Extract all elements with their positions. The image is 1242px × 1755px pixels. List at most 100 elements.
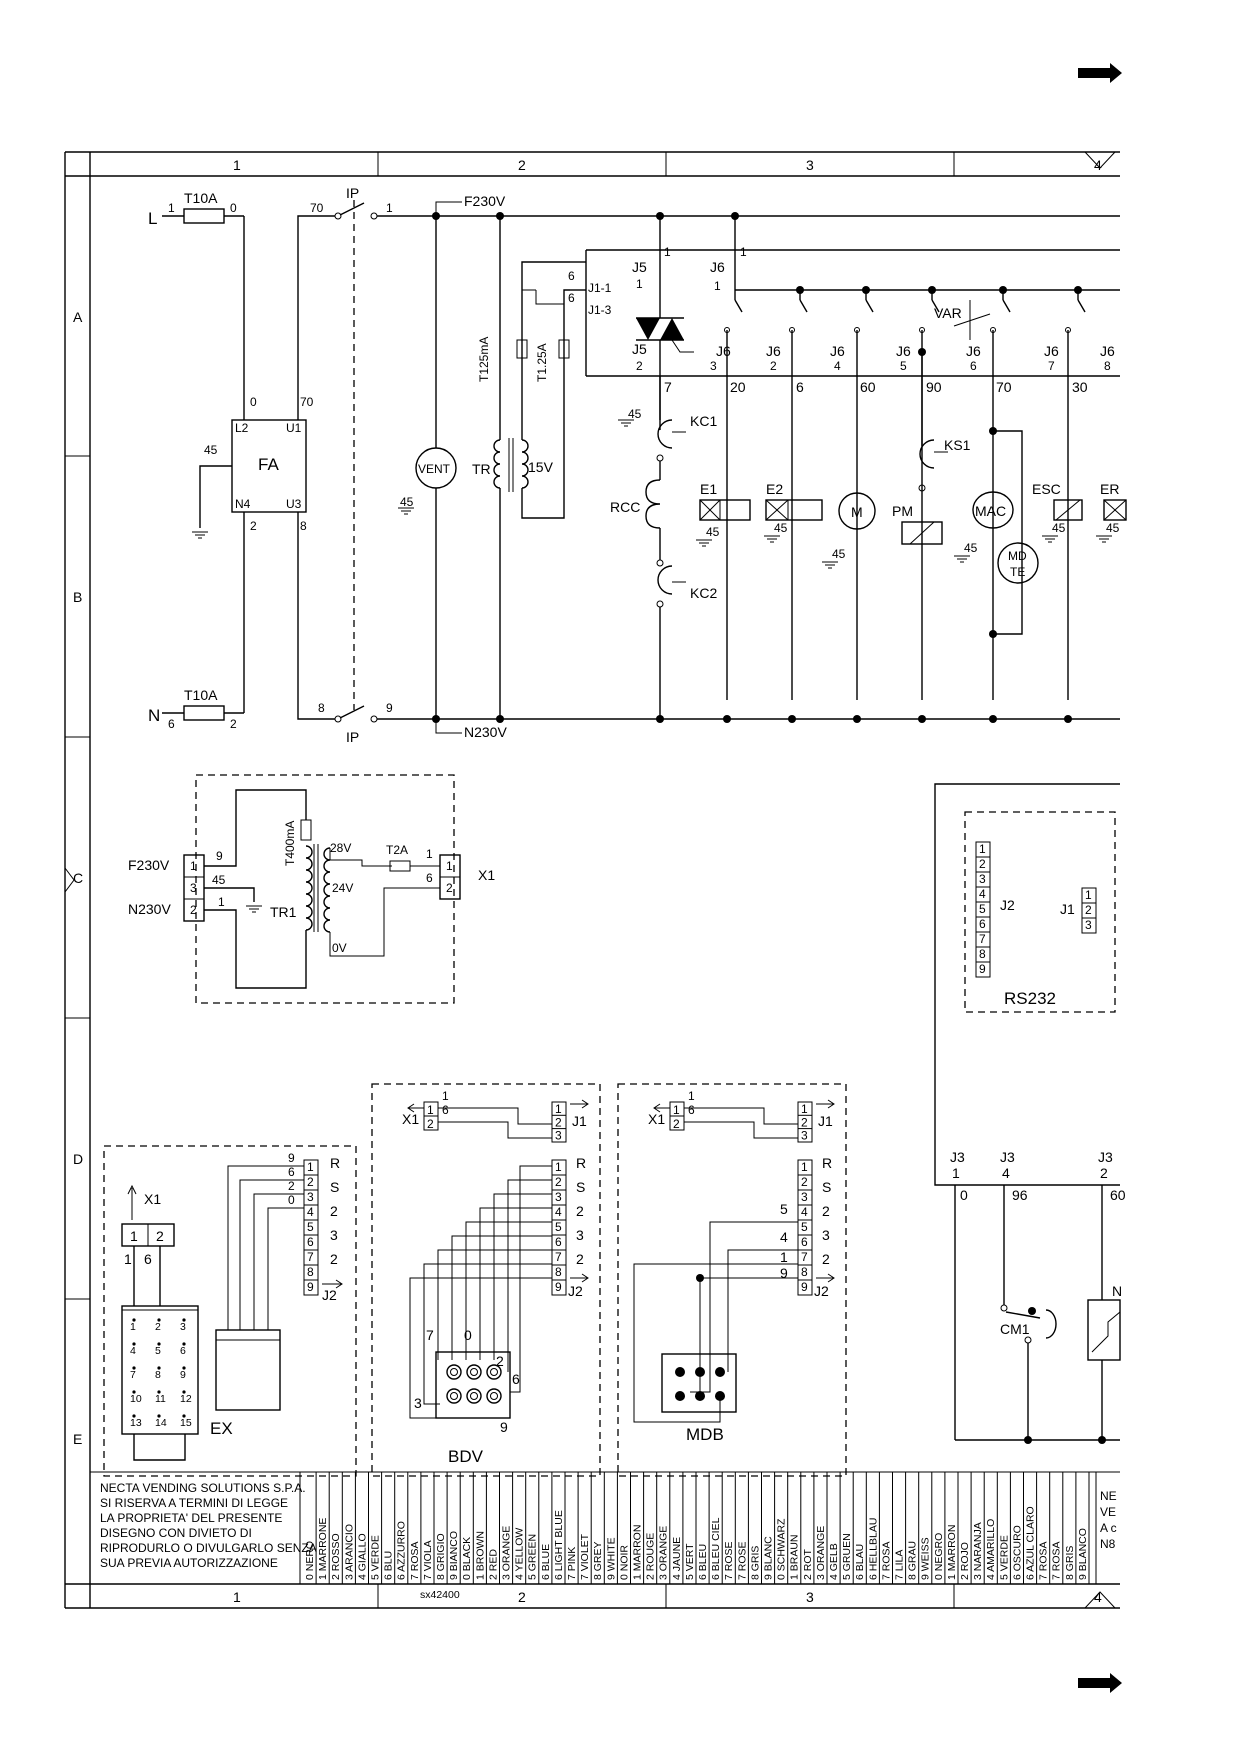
bdv-j2-pin-8: 8: [555, 1265, 562, 1279]
color-legend-46: 7 LILA: [894, 1550, 906, 1580]
mdb-j2-pin-6: 6: [801, 1235, 808, 1249]
mdb-wire-1b: 1: [780, 1249, 788, 1265]
psu-wire-9: 9: [216, 849, 223, 863]
mdb-j2-pin-4: 4: [801, 1205, 808, 1219]
filter-wire-0: 0: [250, 395, 257, 409]
rs232-j1-pin-2: 2: [1085, 903, 1092, 917]
j5-top-num: 1: [636, 277, 643, 291]
ex-j2-pin-4: 4: [307, 1205, 314, 1219]
row-label-d: D: [73, 1151, 83, 1167]
bdv-conn-0: 0: [464, 1327, 472, 1343]
mdb-side-2b: 2: [822, 1251, 830, 1267]
color-legend-14: 1 BROWN: [474, 1531, 486, 1580]
title-fragment-4: N8: [1100, 1537, 1116, 1551]
bdv-side-s: S: [576, 1179, 585, 1195]
bdv-side-r: R: [576, 1155, 586, 1171]
psu-wire-45: 45: [212, 873, 226, 887]
color-legend-56: 6 AZUL CLARO: [1025, 1506, 1037, 1580]
next-page-arrow-icon: [1078, 63, 1122, 83]
j3c-pin: 2: [1100, 1165, 1108, 1181]
f230v-label: F230V: [464, 193, 506, 209]
bdv-conn-9: 9: [500, 1419, 508, 1435]
company-line-5: RIPRODURLO O DIVULGARLO SENZA: [100, 1541, 317, 1555]
ex-j2-pin-5: 5: [307, 1220, 314, 1234]
j6-wire-1: 1: [740, 245, 747, 259]
fuse-bottom-label: T10A: [184, 687, 218, 703]
company-line-2: SI RISERVA A TERMINI DI LEGGE: [100, 1496, 288, 1510]
kc1-label: KC1: [690, 413, 717, 429]
color-legend-12: 9 BIANCO: [448, 1531, 460, 1580]
j6-pin-5: 5: [900, 359, 907, 373]
vent-label: VENT: [418, 462, 451, 476]
fuse-bottom-in: 6: [168, 717, 175, 731]
mdb-side-3: 3: [822, 1227, 830, 1243]
column-label-1: 1: [233, 157, 241, 173]
rs232-title: RS232: [1004, 989, 1056, 1008]
gnd-e2: 45: [774, 521, 788, 535]
j3a-label: J3: [950, 1149, 965, 1165]
rs232-wire-0: 0: [960, 1187, 968, 1203]
gnd-e1: 45: [706, 525, 720, 539]
j1-3-label: J1-3: [588, 303, 612, 317]
mdb-j1-pin-2: 2: [801, 1115, 808, 1129]
fuse-top: [183, 208, 225, 224]
gnd-er: 45: [1106, 521, 1120, 535]
column-label-2: 2: [518, 157, 526, 173]
cm1-label: CM1: [1000, 1321, 1030, 1337]
motor-m-label: M: [851, 504, 863, 520]
bdv-j1-label: J1: [572, 1113, 587, 1129]
wire-90: 90: [926, 379, 942, 395]
power-supply-box: 1 3 2 F230V N230V 9 45 1 T400mA TR1 28V …: [128, 774, 495, 1004]
psu-fuse-label: T400mA: [283, 821, 297, 866]
psu-x1-label: X1: [478, 867, 495, 883]
j6-label-2: J6: [766, 343, 781, 359]
company-line-4: DISEGNO CON DIVIETO DI: [100, 1526, 252, 1540]
color-legend-3: 2 ROSSO: [330, 1533, 342, 1580]
psu-f230v-label: F230V: [128, 857, 170, 873]
mdb-wire-9: 9: [780, 1265, 788, 1281]
bdv-socket: [446, 1364, 462, 1380]
filter-wire-70: 70: [300, 395, 314, 409]
ex-key-5: 5: [155, 1345, 161, 1357]
ex-x1-pin-2: 2: [156, 1228, 164, 1244]
rcc-label: RCC: [610, 499, 640, 515]
rs232-j2-pin-6: 6: [979, 917, 986, 931]
color-legend-49: 0 NEGRO: [933, 1533, 945, 1580]
ex-key-15: 15: [180, 1417, 192, 1429]
bdv-j2-pin-9: 9: [555, 1280, 562, 1294]
row-label-b: B: [73, 589, 82, 605]
fuse-t125a-label: T1.25A: [535, 343, 549, 382]
bdv-connector: [435, 1351, 511, 1419]
ex-key-7: 7: [130, 1369, 136, 1381]
filter-u3: U3: [286, 497, 302, 511]
mdte-label-top: MD: [1008, 549, 1027, 563]
color-legend-43: 6 BLAU: [854, 1544, 866, 1580]
mdb-j1-pin-1: 1: [801, 1102, 808, 1116]
tr-label: TR: [472, 461, 491, 477]
j6-pin-3: 3: [710, 359, 717, 373]
color-legend-33: 7 ROSE: [723, 1541, 735, 1580]
mdb-x1-pin-2: 2: [673, 1117, 680, 1131]
color-legend-44: 6 HELLBLAU: [867, 1518, 879, 1580]
bdv-socket: [446, 1388, 462, 1404]
company-line-1: NECTA VENDING SOLUTIONS S.P.A.: [100, 1481, 306, 1495]
n230v-label: N230V: [464, 724, 507, 740]
ex-j2-pin-8: 8: [307, 1265, 314, 1279]
filter-u1: U1: [286, 421, 302, 435]
color-legend-59: 8 GRIS: [1064, 1546, 1076, 1580]
wire-7: 7: [664, 379, 672, 395]
rs232-j2-pin-3: 3: [979, 872, 986, 886]
rs232-j2-pin-9: 9: [979, 962, 986, 976]
psu-wire-1b: 1: [426, 847, 433, 861]
color-legend-13: 0 BLACK: [461, 1537, 473, 1580]
color-legend-41: 4 GELB: [828, 1543, 840, 1580]
psu-pin-2: 2: [190, 903, 197, 917]
next-page-arrow-icon-bottom: [1078, 1673, 1122, 1693]
mdb-side-s: S: [822, 1179, 831, 1195]
color-legend-11: 8 GRIGIO: [435, 1533, 447, 1580]
switch-top-in: 70: [310, 201, 324, 215]
mdb-socket: [675, 1391, 685, 1401]
psu-0v: 0V: [332, 941, 347, 955]
filter-l2: L2: [235, 421, 249, 435]
color-legend-54: 5 VERDE: [998, 1535, 1010, 1580]
